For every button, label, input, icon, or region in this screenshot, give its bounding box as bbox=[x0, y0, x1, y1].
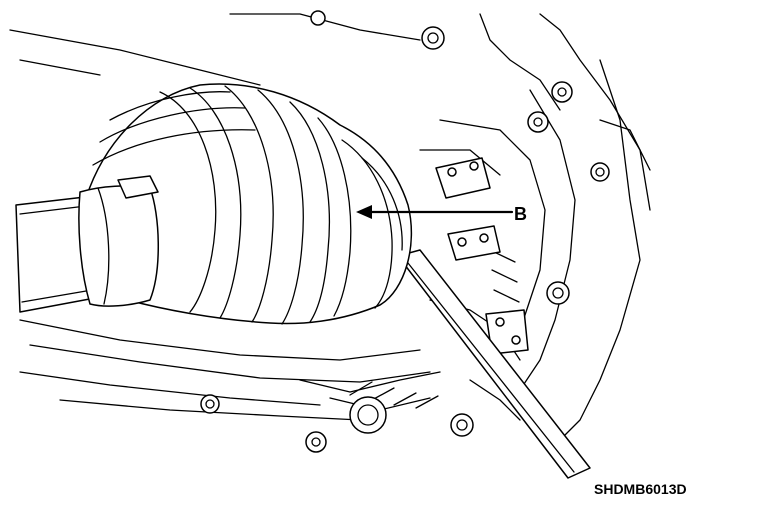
figure-code: SHDMB6013D bbox=[594, 481, 687, 497]
callout-label: B bbox=[514, 204, 527, 224]
housing-bolts bbox=[200, 10, 610, 453]
removal-tool-lever bbox=[397, 249, 591, 479]
callout-b: B bbox=[356, 204, 527, 224]
callout-arrow-head bbox=[356, 205, 372, 219]
boot-clamp-band bbox=[78, 175, 159, 307]
